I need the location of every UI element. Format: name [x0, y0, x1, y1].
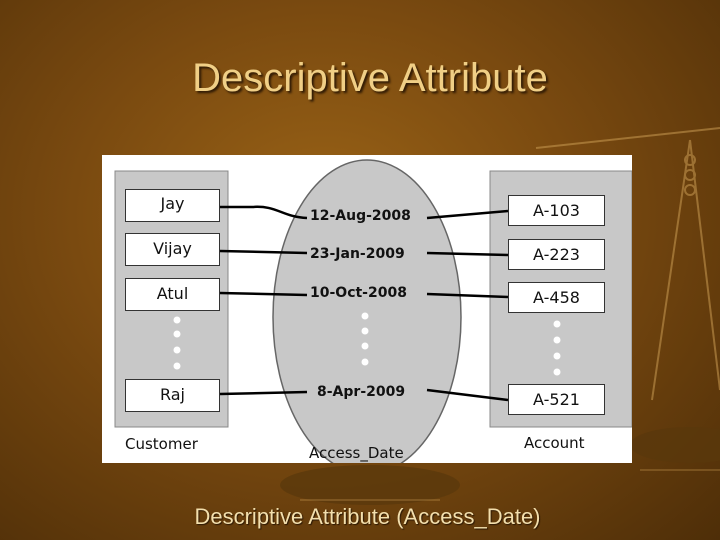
customer-item-jay: Jay [125, 189, 220, 222]
customer-label: Customer [125, 435, 198, 453]
account-item-a521: A-521 [508, 384, 605, 415]
slide-caption: Descriptive Attribute (Access_Date) [0, 504, 720, 530]
customer-item-atul: Atul [125, 278, 220, 311]
account-item-a103: A-103 [508, 195, 605, 226]
customer-item-vijay: Vijay [125, 233, 220, 266]
account-item-a223: A-223 [508, 239, 605, 270]
account-item-a458: A-458 [508, 282, 605, 313]
diagram-panel: Jay Vijay Atul Raj Customer 12-Aug-2008 … [102, 155, 632, 463]
account-label: Account [524, 434, 585, 452]
access-date-value-4: 8-Apr-2009 [317, 384, 405, 400]
access-date-ellipse [273, 160, 461, 463]
access-date-label: Access_Date [309, 444, 404, 462]
access-date-value-1: 12-Aug-2008 [310, 208, 411, 224]
access-date-value-2: 23-Jan-2009 [310, 246, 405, 262]
customer-item-raj: Raj [125, 379, 220, 412]
slide-title: Descriptive Attribute [0, 56, 720, 101]
connector-jay [220, 207, 307, 218]
access-date-value-3: 10-Oct-2008 [310, 285, 407, 301]
